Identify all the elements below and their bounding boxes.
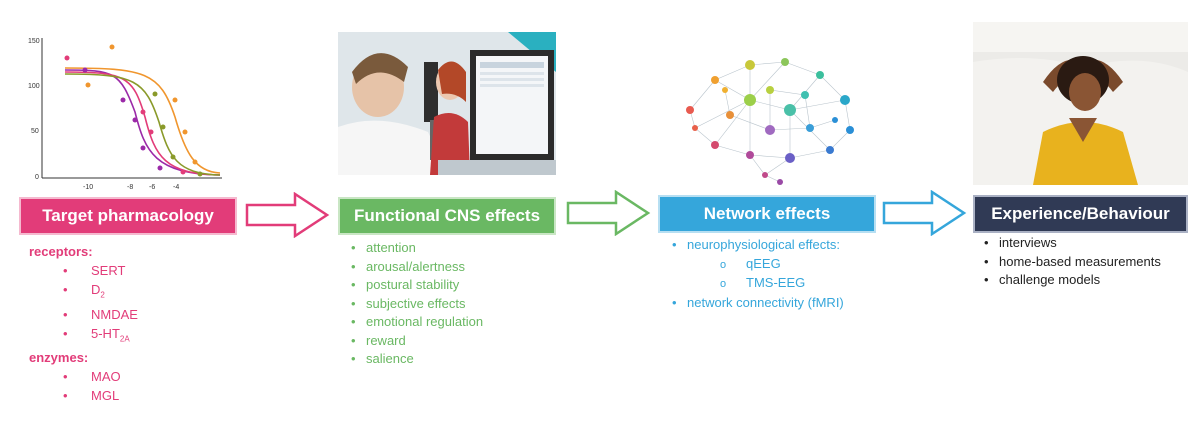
list-item: •salience: [351, 351, 414, 366]
y-tick-label: 100: [28, 83, 40, 90]
x-tick-label: -6: [149, 184, 155, 191]
receptors-heading: receptors:: [29, 244, 93, 259]
list-item: •home-based measurements: [984, 253, 1161, 269]
list-item: •5-HT2A: [63, 325, 130, 344]
list-item: •postural stability: [351, 277, 460, 292]
x-tick-label: -4: [173, 184, 179, 191]
list-item: •reward: [351, 332, 406, 348]
list-item: •challenge models: [984, 272, 1101, 287]
stage-title: Experience/Behaviour: [991, 204, 1170, 223]
stage-network-effects: Network effects: [658, 195, 876, 233]
list-item: •attention: [351, 240, 416, 255]
stage-title: Network effects: [703, 204, 831, 223]
list-item: •network connectivity (fMRI): [672, 294, 844, 310]
x-tick-label: -8: [127, 184, 133, 191]
list-item: •MGL: [63, 388, 120, 404]
list-item: •neurophysiological effects:: [672, 237, 840, 252]
stage-functional-cns-effects: Functional CNS effects: [338, 197, 556, 235]
list-item: •arousal/alertness: [351, 258, 465, 274]
dose-response-chart: 150 100 50 0 -10 -8 -6 -4: [28, 38, 222, 191]
x-tick-label: -10: [83, 184, 93, 191]
relaxed-person-photo: [973, 22, 1188, 185]
curve-orange: [64, 67, 221, 174]
curve-olive: [64, 73, 221, 176]
curve-purple: [64, 69, 221, 176]
pharmacology-list: receptors: •SERT •D2 •NMDAE •5-HT2A enzy…: [29, 242, 138, 405]
list-item: •subjective effects: [351, 295, 466, 311]
stage-experience-behaviour: Experience/Behaviour: [973, 195, 1188, 233]
stage-target-pharmacology: Target pharmacology: [19, 197, 237, 235]
curve-pink: [64, 71, 221, 176]
eye-tracking-photo: [338, 32, 556, 175]
list-item: •D2: [63, 282, 105, 300]
stage-title: Functional CNS effects: [353, 206, 541, 225]
y-tick-label: 50: [31, 128, 39, 135]
list-item: •interviews: [984, 235, 1057, 250]
y-tick-label: 0: [35, 174, 39, 181]
experience-list: •interviews •home-based measurements •ch…: [984, 234, 1161, 290]
y-tick-label: 150: [28, 38, 40, 45]
arrow-green-icon: [566, 190, 651, 236]
list-item: •NMDAE: [63, 306, 138, 322]
cns-effects-list: •attention •arousal/alertness •postural …: [351, 239, 483, 369]
arrow-blue-icon: [882, 190, 967, 236]
brain-network-image: [686, 58, 854, 185]
list-item: •MAO: [63, 369, 121, 385]
stage-title: Target pharmacology: [42, 206, 214, 225]
data-points: [64, 44, 203, 177]
enzymes-heading: enzymes:: [29, 350, 89, 366]
list-item: •SERT: [63, 263, 126, 278]
list-item: •emotional regulation: [351, 314, 484, 329]
arrow-pink-icon: [245, 192, 330, 238]
